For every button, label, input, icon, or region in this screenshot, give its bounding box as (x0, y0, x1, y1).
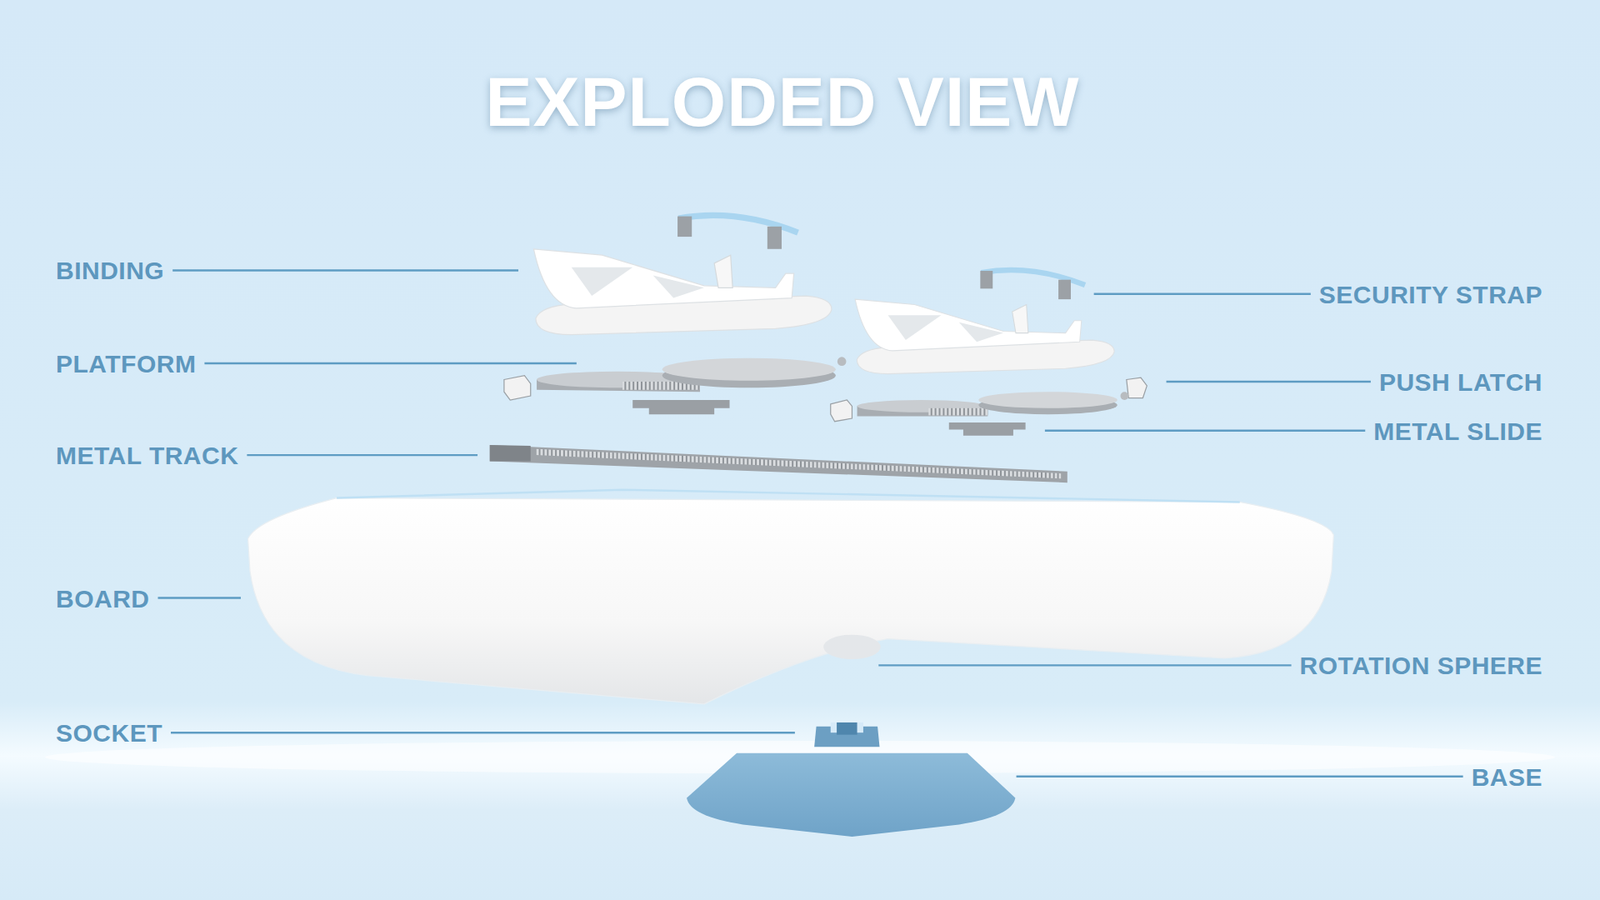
binding-cutout (888, 315, 942, 340)
part-label: SECURITY STRAP (1319, 280, 1543, 309)
part-label: BASE (1471, 763, 1543, 791)
leader-line (246, 454, 478, 456)
binding-shell (855, 299, 1082, 351)
page-title: EXPLODED VIEW (485, 61, 1080, 143)
left-platform-group (504, 358, 836, 415)
part-label: ROTATION SPHERE (1300, 651, 1543, 680)
strap-clip (1058, 280, 1071, 300)
latch-ball (837, 356, 847, 366)
binding (837, 270, 1115, 375)
leader-line (158, 596, 241, 599)
leader-line (1045, 430, 1365, 432)
leader-line (1094, 292, 1311, 295)
binding-cutout (959, 322, 1004, 342)
base-part (686, 722, 1015, 837)
platform-disk (978, 391, 1118, 409)
part-label: BINDING (55, 256, 165, 285)
leader-line (1016, 775, 1464, 778)
binding-cutout (571, 267, 633, 296)
leader-line (878, 664, 1291, 666)
board-part (248, 490, 1335, 705)
platform-disk (662, 358, 836, 381)
part-label: PUSH LATCH (1379, 368, 1543, 396)
leader-line (204, 362, 576, 365)
part-label: METAL TRACK (55, 441, 239, 470)
base-body (686, 753, 1015, 837)
binding-post (1012, 305, 1029, 334)
binding-shell (533, 249, 794, 309)
push-latch (830, 400, 853, 422)
track-teeth (535, 449, 1062, 480)
leader-lines (158, 270, 1464, 776)
leader-line (172, 269, 519, 271)
metal-track (490, 445, 1068, 483)
part-label: METAL SLIDE (1373, 417, 1543, 445)
track-body (490, 445, 1068, 483)
binding-cutout (653, 275, 705, 299)
board-top-edge (336, 490, 1240, 503)
part-label: SOCKET (55, 719, 163, 747)
part-label: PLATFORM (55, 350, 196, 378)
socket-hole (836, 722, 857, 735)
part-label: BOARD (55, 585, 150, 613)
platform-teeth (928, 408, 988, 416)
board-body (248, 498, 1335, 705)
leader-line (170, 731, 795, 734)
strap-clip (980, 270, 993, 289)
metal-slide (949, 422, 1026, 436)
rotation-sphere (823, 635, 881, 660)
metal-slide (632, 400, 730, 415)
track-end (490, 445, 531, 462)
binding (533, 215, 832, 335)
strap-clip (677, 216, 692, 237)
right-platform-group (830, 377, 1148, 436)
latch-ball (1120, 391, 1129, 400)
push-latch (504, 375, 531, 400)
strap-clip (767, 226, 782, 250)
binding-post (714, 255, 733, 288)
leader-line (1166, 380, 1371, 383)
push-latch (1126, 377, 1147, 398)
